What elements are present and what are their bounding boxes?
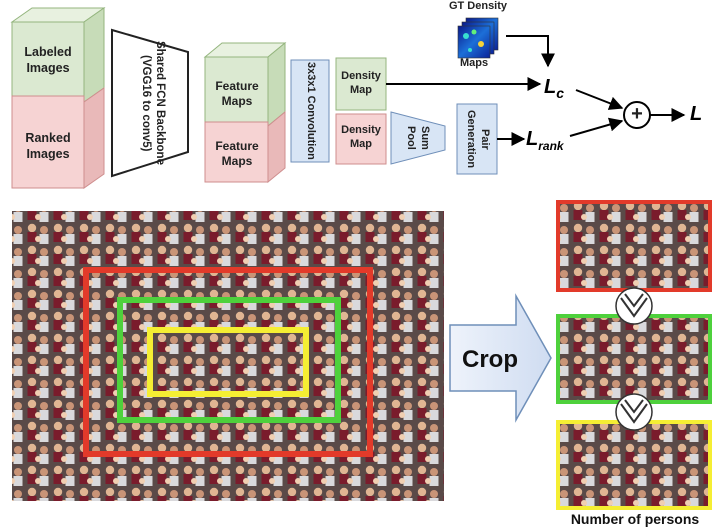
pipeline-diagram [10, 7, 686, 189]
loss-count-symbol: L [544, 76, 557, 98]
loss-rank-subscript: rank [538, 139, 564, 153]
loss-rank-label: Lrank [526, 128, 564, 153]
backbone-trapezoid [111, 28, 189, 178]
crowd-crop-illustration [12, 200, 712, 510]
number-of-persons-label: Number of persons [570, 511, 700, 528]
crop-thumbnail-red [556, 200, 712, 292]
feature-maps-bottom-label: Feature Maps [215, 139, 259, 168]
sum-circle [623, 101, 651, 129]
lrank-to-plus-arrow [569, 117, 624, 137]
convolution-box [290, 59, 330, 163]
plus-sign: + [631, 102, 643, 125]
gt-to-lc-arrow [506, 35, 555, 68]
density-map-bottom-box [335, 113, 387, 165]
red-crop-box [83, 267, 373, 457]
density-map-bottom-label: Density Map [341, 124, 381, 150]
lc-to-plus-arrow [575, 89, 624, 110]
green-crop-box [117, 297, 341, 423]
loss-total-label: L [690, 103, 703, 125]
loss-count-subscript: c [556, 85, 565, 101]
ranked-images-label: Ranked Images [25, 131, 71, 161]
sum-pool-label: Sum Pool [405, 126, 431, 150]
feature-maps-top-label: Feature Maps [215, 79, 259, 108]
greater-than-icon-top [615, 287, 653, 325]
ranked-images-block [11, 87, 105, 189]
feature-maps-bottom-block [204, 110, 286, 184]
feature-maps-top-block [203, 41, 287, 128]
gt-density-maps-thumbnail [457, 17, 499, 59]
crop-label: Crop [462, 346, 518, 373]
backbone-label: Shared FCN Backbone (VGG16 to conv5) [140, 41, 166, 165]
density-map-top-box [335, 57, 387, 111]
gt-density-title: GT Density [448, 0, 508, 13]
sum-pool-triangle [390, 111, 446, 165]
yellow-crop-box [147, 327, 309, 397]
pair-generation-label: Pair Generation [465, 109, 491, 169]
loss-count-label: Lc [544, 76, 564, 101]
gt-density-caption: Maps [459, 57, 489, 70]
loss-rank-symbol: L [526, 128, 539, 150]
labeled-images-label: Labeled Images [24, 45, 72, 75]
greater-than-icon-bottom [615, 393, 653, 431]
density-map-top-label: Density Map [341, 70, 381, 96]
convolution-label: 3x3x1 Convolution [304, 62, 317, 160]
labeled-images-block [10, 7, 106, 103]
crop-arrow [449, 293, 552, 423]
crop-thumbnail-yellow [556, 420, 712, 510]
crop-thumbnail-green [556, 314, 712, 404]
crowd-photo [12, 211, 444, 501]
pair-generation-box [456, 103, 498, 175]
